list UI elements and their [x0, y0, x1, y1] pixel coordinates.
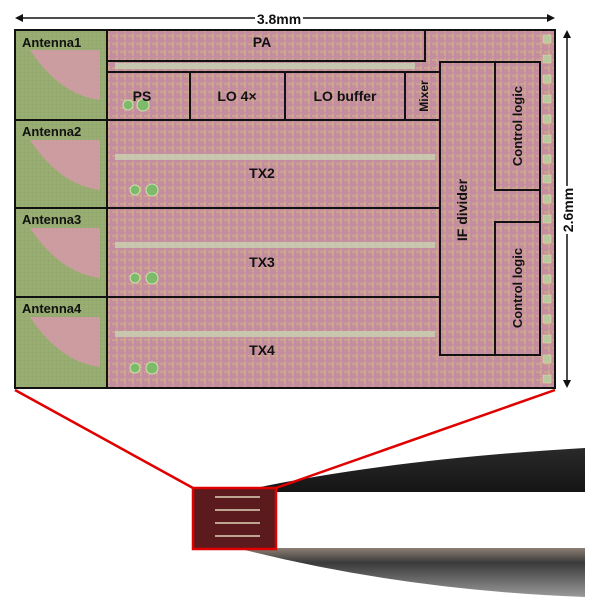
- tx2-label: TX2: [249, 165, 275, 181]
- chip-photo: [193, 488, 276, 549]
- antenna1-label: Antenna1: [22, 35, 81, 50]
- width-dimension: 3.8mm: [15, 9, 555, 27]
- tweezers-photo: [193, 448, 585, 597]
- mixer-label: Mixer: [417, 80, 431, 112]
- ps-label: PS: [133, 88, 152, 104]
- block-outlines: [14, 29, 556, 389]
- zoom-callout: [14, 388, 556, 551]
- width-label: 3.8mm: [257, 11, 301, 27]
- height-label: 2.6mm: [560, 188, 576, 232]
- lo-buffer-label: LO buffer: [314, 88, 378, 104]
- control-logic-top-label: Control logic: [510, 86, 525, 166]
- tx3-label: TX3: [249, 254, 275, 270]
- antenna4-label: Antenna4: [22, 301, 82, 316]
- tx4-label: TX4: [249, 342, 275, 358]
- antenna3-label: Antenna3: [22, 212, 81, 227]
- control-logic-bottom-label: Control logic: [510, 248, 525, 328]
- lo4x-label: LO 4×: [217, 88, 256, 104]
- height-dimension: 2.6mm: [558, 30, 576, 388]
- pa-label: PA: [253, 34, 271, 50]
- if-divider-label: IF divider: [454, 178, 470, 241]
- antenna2-label: Antenna2: [22, 124, 81, 139]
